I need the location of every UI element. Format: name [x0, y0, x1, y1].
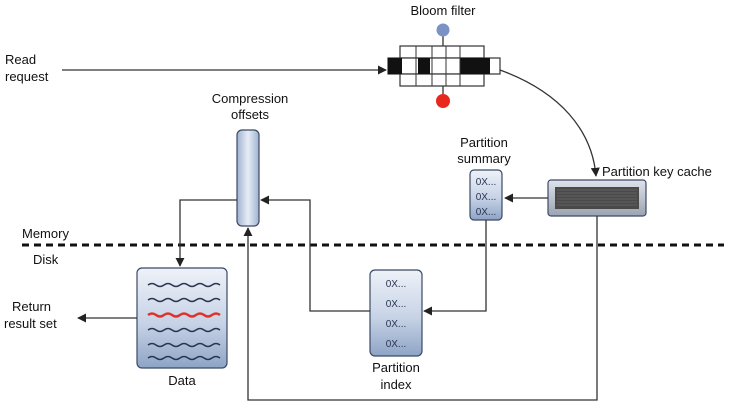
summary-entry: 0X...	[476, 192, 497, 203]
data-row	[147, 297, 221, 303]
partition-index-label-line1: Partition	[372, 360, 420, 375]
offsets-to-data-arrow	[175, 199, 237, 267]
partition-index-label-line2: index	[380, 377, 412, 392]
partition-summary-label-line1: Partition	[460, 135, 508, 150]
bloom-row-top	[399, 45, 485, 59]
memory-label: Memory	[22, 226, 69, 241]
cache-texture	[557, 189, 637, 206]
bloom-filter: Bloom filter	[387, 3, 501, 108]
data-row	[147, 355, 221, 361]
index-to-offsets-arrow	[260, 195, 370, 312]
bloom-row-bottom	[399, 73, 485, 87]
data-row	[147, 282, 221, 288]
read-request-label-line1: Read	[5, 52, 36, 67]
summary-entry: 0X...	[476, 207, 497, 218]
bloom-bit-set	[418, 58, 430, 74]
compression-offsets-column	[236, 129, 260, 227]
partition-index-box	[369, 269, 423, 357]
bloom-hash-dot-top	[436, 23, 450, 37]
key-cache-to-offsets-arrow	[243, 216, 598, 401]
return-result-label-line1: Return	[12, 299, 51, 314]
partition-key-cache-label: Partition key cache	[602, 164, 712, 179]
bloom-bit-set	[388, 58, 402, 74]
read-request-label-line2: request	[5, 69, 49, 84]
summary-to-index-arrow	[423, 220, 487, 316]
summary-entry: 0X...	[476, 177, 497, 188]
return-result-label-line2: result set	[4, 316, 57, 331]
bloom-filter-label: Bloom filter	[410, 3, 476, 18]
index-entry: 0X...	[386, 299, 407, 310]
disk-label: Disk	[33, 252, 59, 267]
data-row	[147, 327, 221, 333]
partition-key-cache-fill	[555, 187, 639, 209]
data-row	[147, 342, 221, 348]
partition-summary-label-line2: summary	[457, 151, 511, 166]
compression-offsets-label-line1: Compression	[212, 91, 289, 106]
data-row-highlighted	[147, 312, 221, 318]
bloom-to-key-cache-arrow	[499, 69, 600, 177]
index-entry: 0X...	[386, 339, 407, 350]
index-entry: 0X...	[386, 319, 407, 330]
compression-offsets-label-line2: offsets	[231, 107, 270, 122]
data-rows	[147, 282, 221, 361]
bloom-hash-dot-bottom	[436, 94, 450, 108]
index-entry: 0X...	[386, 279, 407, 290]
data-label: Data	[168, 373, 196, 388]
bloom-bit-set	[460, 58, 490, 74]
